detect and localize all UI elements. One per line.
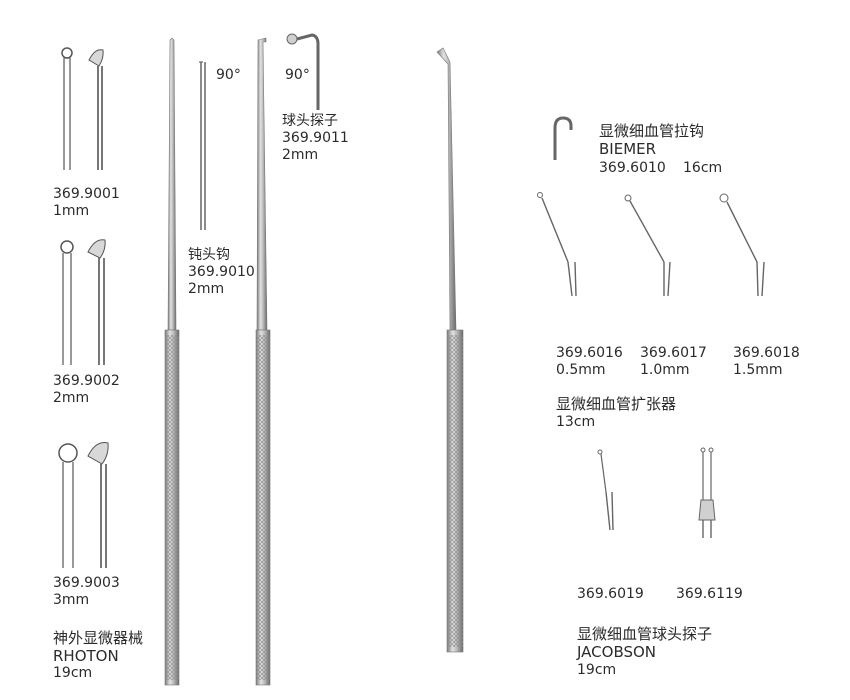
dilator-tip-1.0mm — [624, 194, 671, 297]
jacobson-name-en: JACOBSON — [577, 643, 657, 661]
rhoton-tip-2mm — [60, 239, 106, 365]
biemer-name-en: BIEMER — [599, 140, 657, 158]
dilator-length: 13cm — [556, 414, 596, 430]
blunt-hook-instrument — [255, 37, 271, 686]
rhoton-title-cn: 神外显微器械 — [53, 629, 144, 647]
blunt-hook-tip — [199, 61, 206, 230]
rhoton-tip-3mm — [58, 442, 109, 568]
jacobson-length: 19cm — [577, 662, 617, 678]
rhoton-code-2: 369.9002 — [53, 373, 120, 389]
rhoton-size-2: 2mm — [53, 390, 90, 406]
rhoton-instrument — [164, 37, 180, 686]
rhoton-code-1: 369.9001 — [53, 186, 120, 202]
jacobson-code-1: 369.6019 — [577, 586, 644, 602]
dilator-size-3: 1.5mm — [733, 362, 783, 378]
blunt-hook-name: 钝头钩 — [188, 247, 230, 263]
ball-probe-name: 球头探子 — [282, 113, 338, 129]
dilator-tip-1.5mm — [719, 193, 765, 297]
jacobson-code-2: 369.6119 — [676, 586, 743, 602]
ball-probe-tip — [286, 33, 320, 110]
jacobson-tip-6019 — [597, 449, 614, 531]
ball-probe-size: 2mm — [282, 147, 319, 163]
rhoton-tip-1mm — [61, 47, 104, 170]
rhoton-code-3: 369.9003 — [53, 575, 120, 591]
blunt-hook-size: 2mm — [188, 281, 225, 297]
biemer-code: 369.6010 — [599, 160, 666, 176]
jacobson-tip-6119 — [698, 447, 716, 538]
dilator-tip-0.5mm — [537, 192, 577, 297]
jacobson-name-cn: 显微细血管球头探子 — [577, 625, 713, 643]
rhoton-title-en: RHOTON — [53, 647, 119, 665]
rhoton-size-3: 3mm — [53, 592, 90, 608]
angled-probe-instrument — [436, 47, 464, 653]
biemer-name-cn: 显微细血管拉钩 — [599, 122, 705, 140]
blunt-hook-angle: 90° — [216, 67, 241, 83]
biemer-length: 16cm — [683, 160, 723, 176]
blunt-hook-code: 369.9010 — [188, 264, 255, 280]
dilator-code-3: 369.6018 — [733, 345, 800, 361]
dilator-name: 显微细血管扩张器 — [556, 395, 677, 413]
ball-probe-angle: 90° — [285, 67, 310, 83]
dilator-size-1: 0.5mm — [556, 362, 606, 378]
biemer-tip — [553, 116, 573, 160]
rhoton-length: 19cm — [53, 665, 93, 681]
dilator-code-1: 369.6016 — [556, 345, 623, 361]
dilator-code-2: 369.6017 — [640, 345, 707, 361]
dilator-size-2: 1.0mm — [640, 362, 690, 378]
rhoton-size-1: 1mm — [53, 203, 90, 219]
ball-probe-code: 369.9011 — [282, 130, 349, 146]
